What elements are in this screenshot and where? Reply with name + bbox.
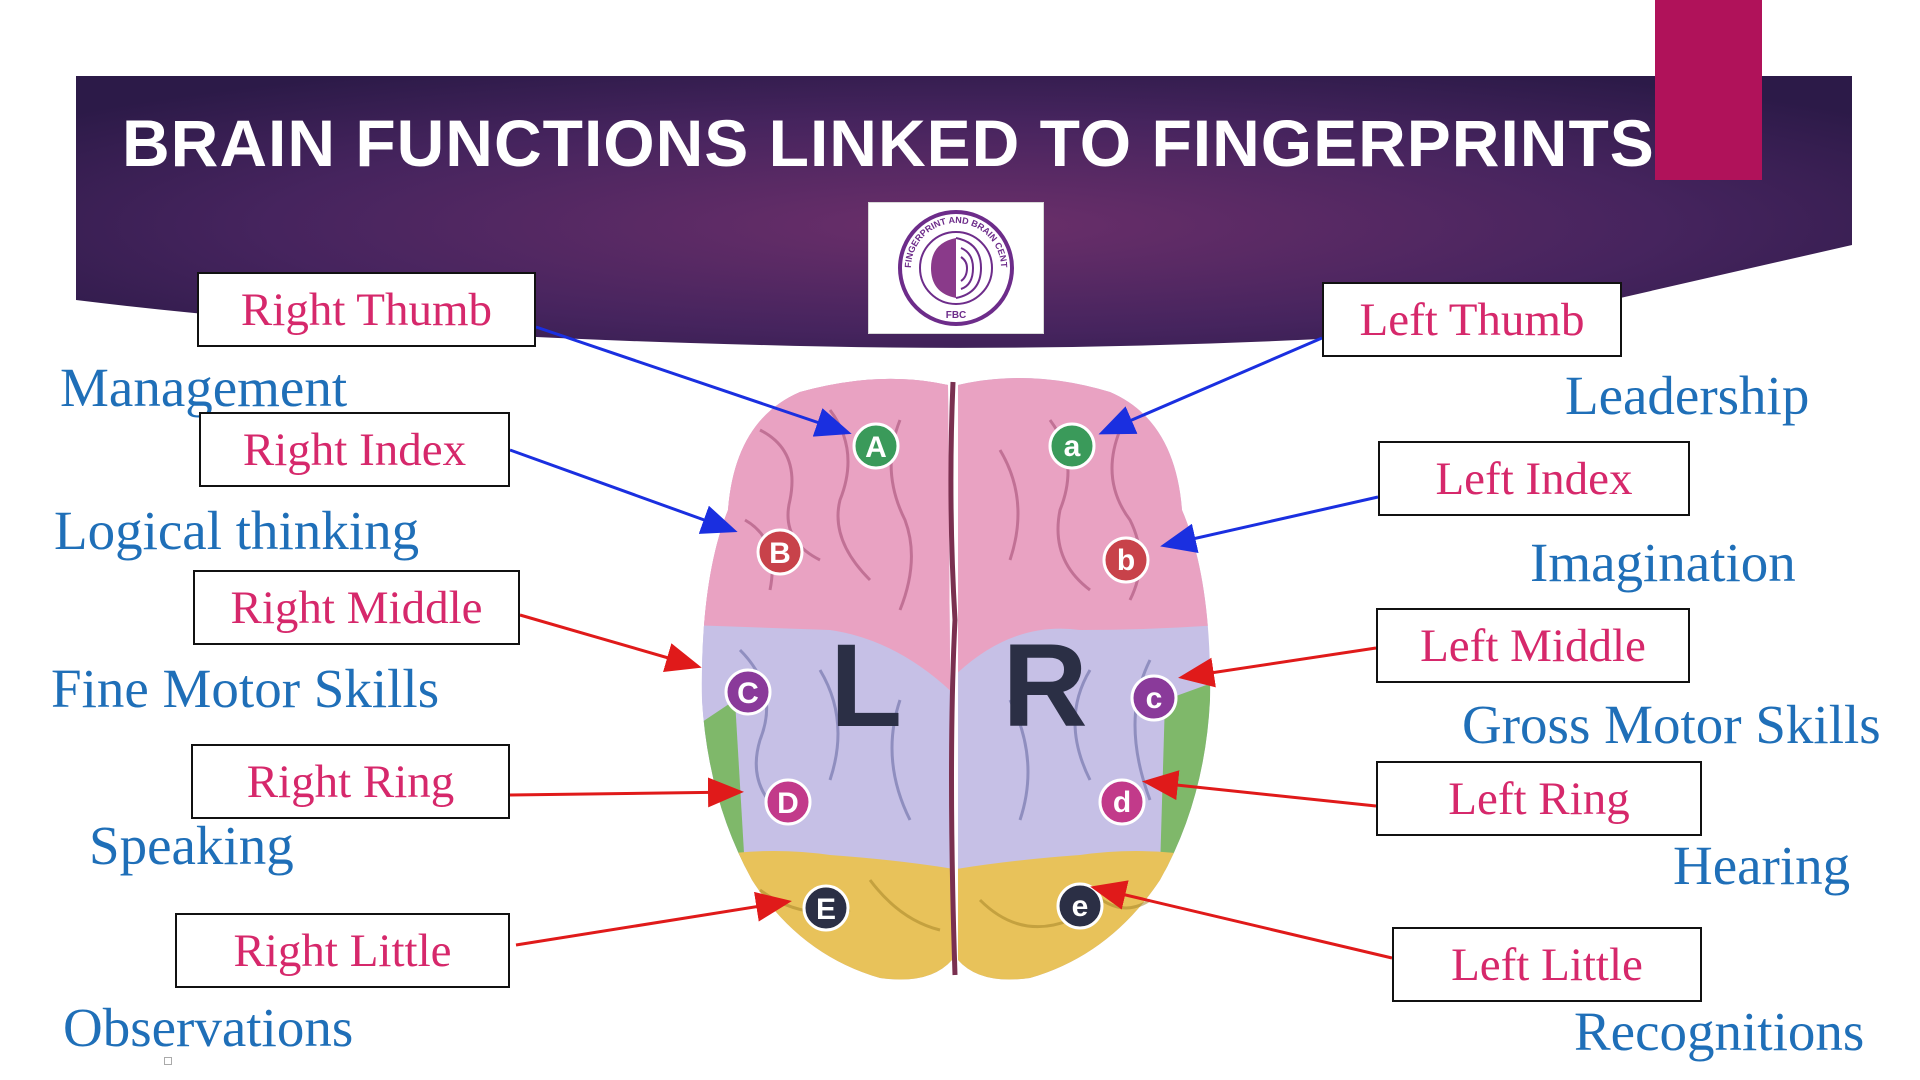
function-leadership: Leadership [1565, 365, 1810, 426]
svg-text:a: a [1064, 430, 1081, 463]
function-gross-motor-skills: Gross Motor Skills [1462, 694, 1881, 755]
svg-text:b: b [1117, 544, 1135, 577]
marker-B: B [756, 528, 804, 576]
function-imagination: Imagination [1530, 532, 1796, 593]
arrow-right-little [515, 891, 792, 947]
svg-text:A: A [865, 431, 887, 464]
finger-label-left-thumb: Left Thumb [1322, 282, 1622, 357]
marker-E: E [802, 884, 850, 932]
marker-c: c [1130, 674, 1178, 722]
hemisphere-right-letter: R [1002, 620, 1087, 752]
finger-label-left-index: Left Index [1378, 441, 1690, 516]
function-fine-motor-skills: Fine Motor Skills [51, 658, 440, 719]
svg-text:c: c [1146, 682, 1163, 715]
svg-text:E: E [816, 893, 836, 926]
svg-text:d: d [1113, 786, 1131, 819]
svg-text:e: e [1072, 890, 1089, 923]
accent-bar [1655, 0, 1762, 180]
function-hearing: Hearing [1673, 835, 1851, 896]
finger-label-right-index: Right Index [199, 412, 510, 487]
function-recognitions: Recognitions [1574, 1001, 1865, 1062]
marker-e: e [1056, 882, 1104, 930]
marker-d: d [1098, 778, 1146, 826]
svg-text:D: D [777, 787, 799, 820]
svg-text:FBC: FBC [946, 310, 967, 321]
arrow-right-middle [519, 613, 702, 673]
finger-label-right-middle: Right Middle [193, 570, 520, 645]
function-management: Management [60, 357, 348, 418]
marker-D: D [764, 778, 812, 826]
fbc-logo: FINGERPRINT AND BRAIN CENTER FBC [868, 202, 1044, 334]
marker-a: a [1048, 422, 1096, 470]
marker-A: A [852, 422, 900, 470]
arrow-left-index [1160, 495, 1379, 554]
function-observations: Observations [63, 997, 354, 1058]
finger-label-right-thumb: Right Thumb [197, 272, 536, 347]
slide-corner-marker [164, 1057, 172, 1065]
arrow-left-thumb [1098, 336, 1323, 435]
svg-text:B: B [769, 537, 791, 570]
finger-label-left-ring: Left Ring [1376, 761, 1702, 836]
function-logical-thinking: Logical thinking [54, 500, 420, 561]
arrow-right-ring [509, 777, 744, 808]
arrow-left-middle [1178, 646, 1377, 688]
marker-C: C [724, 668, 772, 716]
arrow-right-thumb [535, 325, 852, 437]
svg-text:C: C [737, 677, 759, 710]
arrow-left-little [1090, 880, 1393, 960]
finger-label-left-little: Left Little [1392, 927, 1702, 1002]
arrow-right-index [509, 448, 738, 534]
arrow-left-ring [1142, 770, 1377, 808]
marker-b: b [1102, 536, 1150, 584]
finger-label-right-little: Right Little [175, 913, 510, 988]
function-speaking: Speaking [89, 815, 294, 876]
finger-label-left-middle: Left Middle [1376, 608, 1690, 683]
finger-label-right-ring: Right Ring [191, 744, 510, 819]
hemisphere-left-letter: L [830, 620, 902, 752]
page-title: BRAIN FUNCTIONS LINKED TO FINGERPRINTS [122, 106, 1655, 180]
